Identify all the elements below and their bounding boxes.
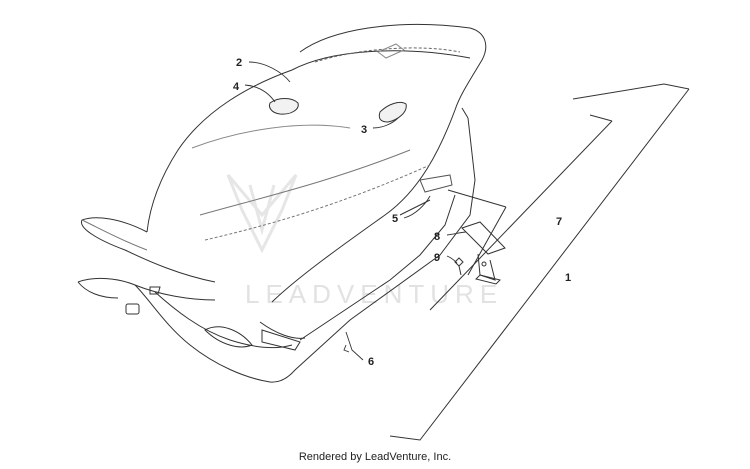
- bracket-drawing: [454, 221, 506, 285]
- callout-2: 2: [236, 57, 242, 69]
- callout-6: 6: [368, 356, 374, 368]
- callout-9: 9: [434, 252, 440, 264]
- callout-3: 3: [361, 124, 367, 136]
- callout-5: 5: [392, 213, 398, 225]
- seat-drawing: [77, 23, 487, 383]
- callout-8: 8: [434, 231, 440, 243]
- callout-1: 1: [565, 272, 571, 284]
- group-brackets: [389, 83, 690, 441]
- callout-4: 4: [233, 81, 240, 93]
- watermark: LEADVENTURE: [226, 174, 503, 309]
- render-credit: Rendered by LeadVenture, Inc.: [298, 451, 452, 463]
- watermark-text: LEADVENTURE: [245, 279, 503, 309]
- callouts: 2 4 3 5 8 9 7 1 6: [233, 57, 571, 368]
- callout-7: 7: [556, 216, 562, 228]
- leader-lines: [244, 61, 467, 361]
